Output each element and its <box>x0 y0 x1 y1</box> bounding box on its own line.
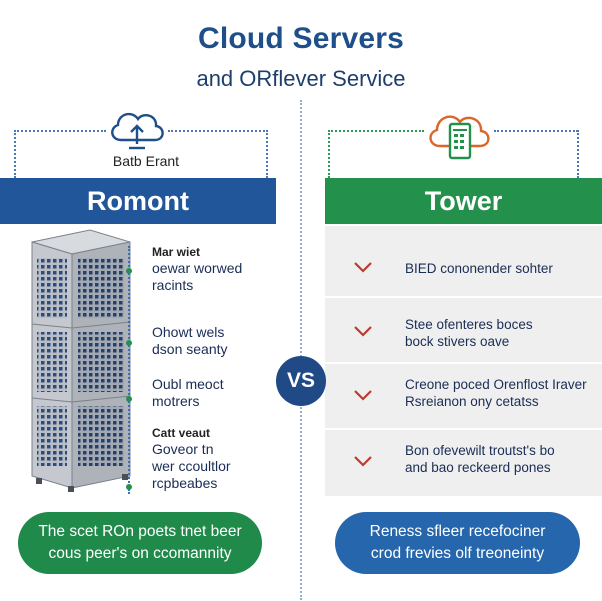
pill-line: Reness sfleer recefociner <box>369 523 546 540</box>
banner-right: Tower <box>325 178 602 224</box>
row-line: and bao reckeerd pones <box>405 460 551 475</box>
feature-heading: Mar wiet <box>152 245 201 259</box>
right-summary-pill: Reness sfleer recefociner crod frevies o… <box>335 512 580 574</box>
cloud-server-icon <box>429 115 490 160</box>
left-connector-v2 <box>266 130 268 178</box>
left-summary-pill: The scet ROn poets tnet beer cous peer's… <box>18 512 262 574</box>
row-line: Bon ofevewilt troutst's bo <box>405 443 555 458</box>
left-connector-h2 <box>168 130 268 132</box>
chevron-check-icon <box>354 326 372 337</box>
feature-item: Catt veaut Goveor tn wer ccoultlor rcpbe… <box>152 426 276 492</box>
left-connector-v <box>14 130 16 178</box>
feature-line: motrers <box>152 393 200 409</box>
page-subtitle: and ORflever Service <box>196 66 406 91</box>
right-connector-h <box>328 130 424 132</box>
left-dot-line <box>128 246 130 494</box>
comparison-row: Creone poced Orenflost Iraver Rsreianon … <box>325 364 602 430</box>
feature-item: Mar wiet oewar worwed racints <box>152 245 276 294</box>
feature-item: Oubl meoct motrers <box>152 376 276 410</box>
row-text: Creone poced Orenflost Iraver Rsreianon … <box>405 376 595 410</box>
vs-badge: VS <box>276 356 326 406</box>
pill-line: crod frevies olf treoneinty <box>370 545 545 562</box>
feature-line: wer ccoultlor <box>152 458 231 474</box>
left-connector-h <box>14 130 106 132</box>
chevron-check-icon <box>354 390 372 401</box>
bullet-dot <box>126 268 132 274</box>
bullet-dot <box>126 340 132 346</box>
comparison-row: BIED cononender sohter <box>325 226 602 298</box>
feature-line: Ohowt wels <box>152 324 225 340</box>
comparison-row: Stee ofenteres boces bock stivers oave <box>325 298 602 364</box>
feature-line: Goveor tn <box>152 441 214 457</box>
feature-item: Ohowt wels dson seanty <box>152 324 276 358</box>
right-connector-v2 <box>577 130 579 178</box>
row-line: Creone poced Orenflost Iraver <box>405 377 587 392</box>
bullet-dot <box>126 484 132 490</box>
cloud-upload-icon <box>111 112 164 150</box>
right-connector-h2 <box>494 130 578 132</box>
server-rack-icon <box>31 229 131 492</box>
feature-line: dson seanty <box>152 341 228 357</box>
center-divider <box>300 100 302 600</box>
row-text: Bon ofevewilt troutst's bo and bao recke… <box>405 442 595 476</box>
row-line: BIED cononender sohter <box>405 261 553 276</box>
page-title: Cloud Servers <box>197 22 404 55</box>
row-text: Stee ofenteres boces bock stivers oave <box>405 316 595 350</box>
feature-heading: Catt veaut <box>152 426 211 440</box>
row-line: Stee ofenteres boces <box>405 317 533 332</box>
comparison-row: Bon ofevewilt troutst's bo and bao recke… <box>325 430 602 498</box>
pill-line: cous peer's on ccomannity <box>48 545 232 562</box>
bullet-dot <box>126 396 132 402</box>
banner-left: Romont <box>0 178 276 224</box>
chevron-check-icon <box>354 456 372 467</box>
feature-line: Oubl meoct <box>152 376 224 392</box>
row-line: Rsreianon ony cetatss <box>405 394 539 409</box>
feature-line: oewar worwed <box>152 260 243 276</box>
feature-line: racints <box>152 277 194 293</box>
row-text: BIED cononender sohter <box>405 260 595 277</box>
row-line: bock stivers oave <box>405 334 510 349</box>
pill-line: The scet ROn poets tnet beer <box>38 523 242 540</box>
feature-line: rcpbeabes <box>152 475 218 491</box>
chevron-check-icon <box>354 262 372 273</box>
right-connector-v <box>328 130 330 178</box>
cloud-caption: Batb Erant <box>112 153 180 169</box>
